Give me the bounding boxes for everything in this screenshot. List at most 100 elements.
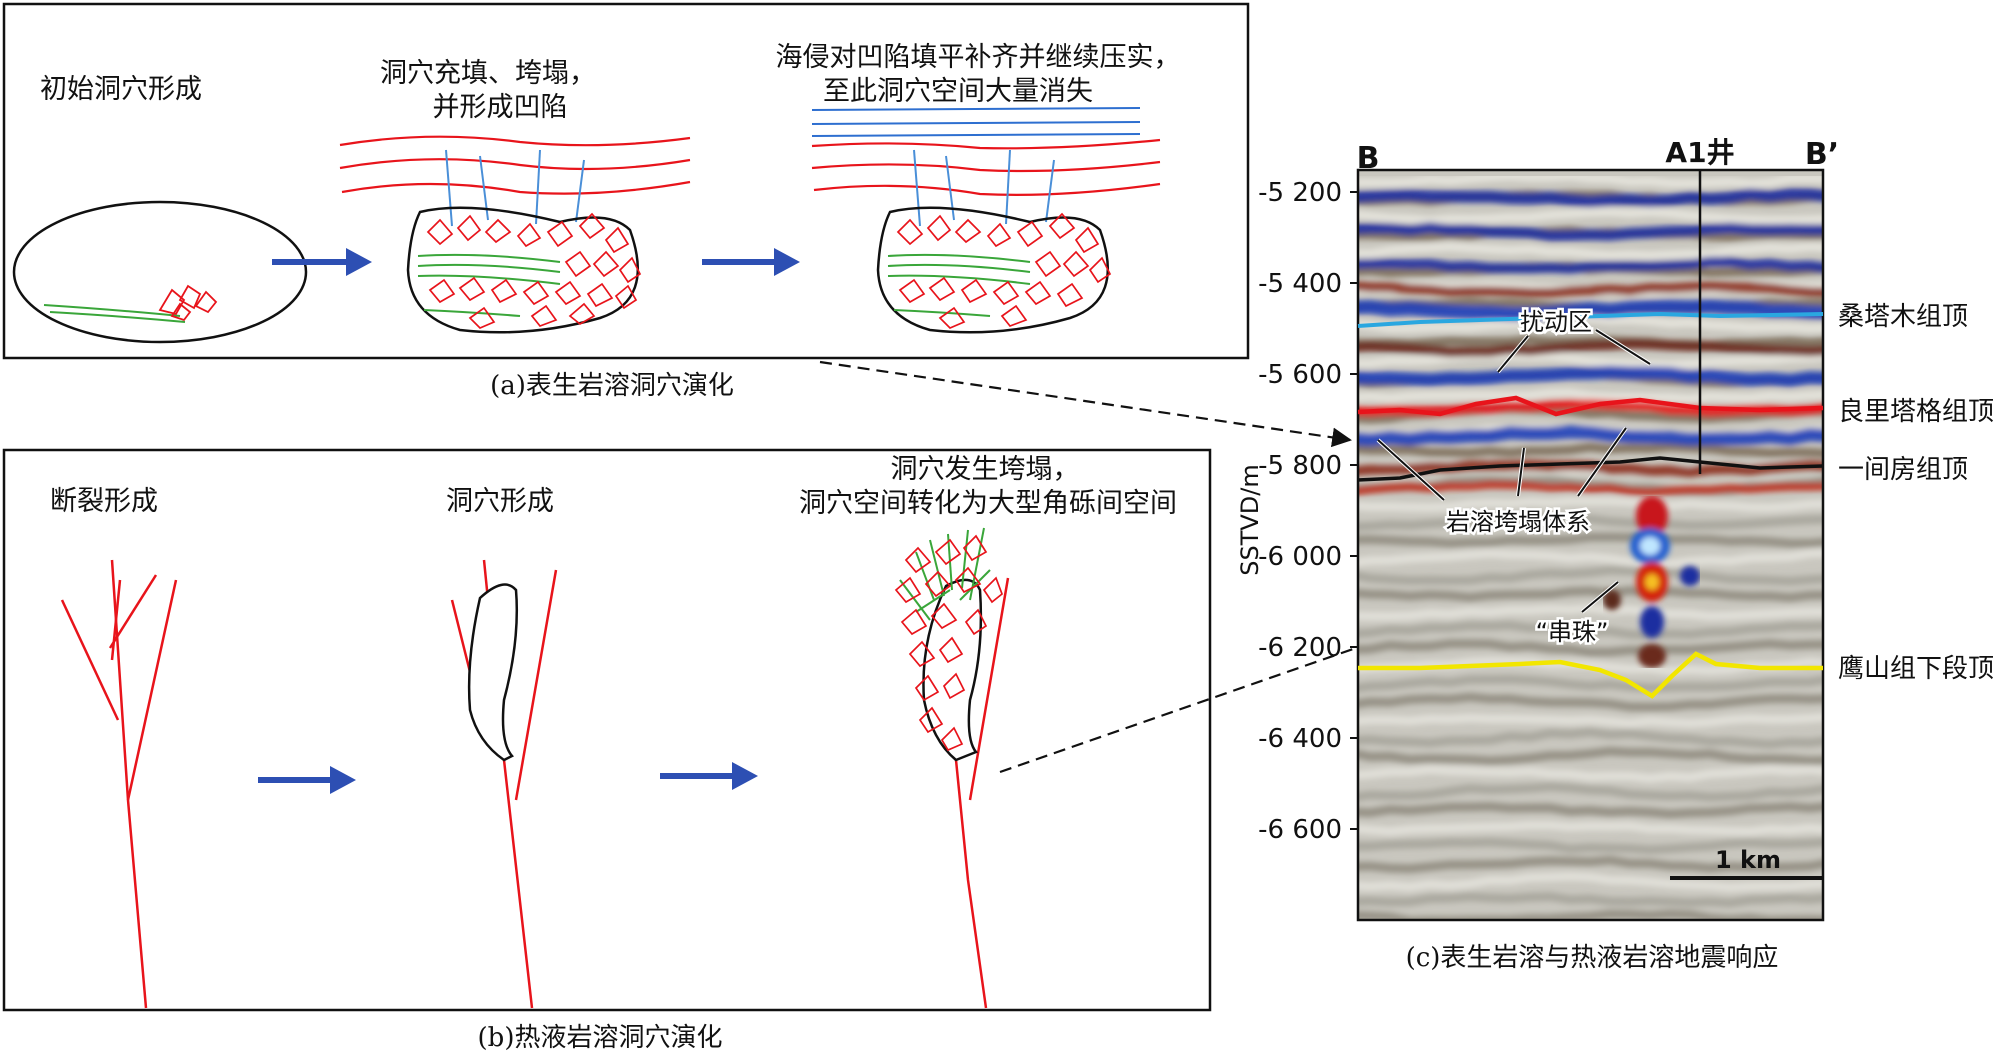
y-tick-label: -5 400 xyxy=(1258,269,1342,299)
panel-c: A1井 B B’ -5 200-5 400-5 600-5 800-6 000-… xyxy=(1236,136,1994,973)
seismic-band xyxy=(1358,242,1823,261)
panel-b-arrow-2 xyxy=(660,762,758,790)
seismic-band xyxy=(1358,837,1823,855)
seismic-band xyxy=(1358,855,1823,874)
compacted-cave xyxy=(811,107,1161,334)
seismic-reflector xyxy=(1358,365,1823,388)
annotation-collapse-system: 岩溶垮塌体系 xyxy=(1376,426,1628,539)
bead-anomaly xyxy=(1603,590,1621,610)
seismic-band xyxy=(1358,511,1823,532)
annotation-beads: “串珠” xyxy=(1533,580,1620,649)
panel-a-step3-label-line2: 至此洞穴空间大量消失 xyxy=(823,76,1093,107)
panel-a-step1-label: 初始洞穴形成 xyxy=(40,74,202,105)
horizon-label-yingshan: 鹰山组下段顶 xyxy=(1838,654,1994,684)
seismic-reflector xyxy=(1358,281,1823,298)
y-axis-ticks: -5 200 -5 400 -5 600 -5 800 -6 000 -6 200 -6 4… xyxy=(1258,178,1358,845)
section-right-label: B’ xyxy=(1805,137,1839,172)
seismic-band xyxy=(1358,801,1823,819)
seismic-band xyxy=(1358,892,1823,908)
horizon-lianglitage xyxy=(1357,395,1824,417)
seismic-band xyxy=(1358,350,1823,370)
panel-a-arrow-1 xyxy=(272,248,372,276)
seismic-band xyxy=(1358,565,1823,586)
y-tick-label: -5 600 xyxy=(1258,360,1342,390)
panel-b-step3-label-line2: 洞穴空间转化为大型角砾间空间 xyxy=(799,488,1177,519)
horizon-sangtamu xyxy=(1357,311,1824,328)
y-tick-label: -6 000 xyxy=(1258,542,1342,572)
well-label: A1井 xyxy=(1665,136,1734,169)
seismic-reflector xyxy=(1358,338,1823,358)
panel-a-arrow-2 xyxy=(702,248,800,276)
horizon-label-yijianfang: 一间房组顶 xyxy=(1838,455,1968,485)
seismic-band xyxy=(1358,496,1823,513)
y-axis-label: SSTVD/m xyxy=(1236,464,1264,576)
seismic-band xyxy=(1358,674,1823,693)
svg-text:“串珠”: “串珠” xyxy=(1536,618,1609,646)
scale-bar: 1 km xyxy=(1670,846,1822,880)
panel-a: 初始洞穴形成 洞穴充填、垮塌， 并形成凹陷 海侵对凹陷填平补齐并继续压实， 至此… xyxy=(2,2,1250,401)
annotation-disturbed-zone: 扰动区 xyxy=(1496,306,1652,374)
seismic-band xyxy=(1358,727,1823,749)
connector-b-to-c xyxy=(999,552,1622,774)
panel-a-step2-label-line2: 并形成凹陷 xyxy=(433,92,568,123)
panel-b-arrow-1 xyxy=(258,766,356,794)
seismic-band xyxy=(1358,548,1823,569)
y-tick-label: -6 600 xyxy=(1258,815,1342,845)
seismic-band xyxy=(1358,746,1823,766)
seismic-reflector xyxy=(1358,256,1823,274)
scale-label: 1 km xyxy=(1715,846,1781,874)
panel-a-caption: (a)表生岩溶洞穴演化 xyxy=(490,371,734,401)
horizon-yingshan-lower xyxy=(1358,651,1823,699)
seismic-reflector xyxy=(1358,459,1823,478)
bead-anomaly xyxy=(1640,537,1660,555)
seismic-band xyxy=(1358,171,1823,189)
svg-text:扰动区: 扰动区 xyxy=(1520,308,1592,336)
panel-b-frame xyxy=(2,448,1212,1012)
seismic-reflector xyxy=(1358,480,1823,497)
seismic-frame xyxy=(1356,168,1825,922)
initial-cave xyxy=(12,200,308,344)
panel-a-step2-label-line1: 洞穴充填、垮塌， xyxy=(380,58,596,89)
y-tick-label: -5 800 xyxy=(1258,451,1342,481)
y-tick-label: -5 200 xyxy=(1258,178,1342,208)
seismic-band xyxy=(1358,585,1823,603)
seismic-band xyxy=(1358,603,1823,621)
seismic-band xyxy=(1358,712,1823,728)
seismic-band xyxy=(1358,442,1823,458)
horizon-label-lianglitage: 良里塔格组顶 xyxy=(1838,397,1994,427)
section-left-label: B xyxy=(1357,141,1380,176)
panel-a-frame xyxy=(2,2,1250,360)
panel-b-caption: (b)热液岩溶洞穴演化 xyxy=(478,1023,723,1053)
bead-anomaly xyxy=(1680,566,1700,586)
seismic-band xyxy=(1358,313,1823,334)
seismic-band xyxy=(1358,388,1823,404)
horizon-yijianfang xyxy=(1357,456,1824,482)
fracture-system xyxy=(60,559,178,1009)
seismic-band xyxy=(1358,764,1823,784)
collapsed-fracture-cave xyxy=(894,527,1010,1009)
panel-c-caption: (c)表生岩溶与热液岩溶地震响应 xyxy=(1406,943,1779,973)
breccia-fragments-2 xyxy=(896,212,1112,330)
panel-b-step3-label-line1: 洞穴发生垮塌， xyxy=(891,454,1080,485)
fracture-cave xyxy=(450,559,558,1009)
seismic-band xyxy=(1358,207,1823,226)
y-tick-label: -6 400 xyxy=(1258,724,1342,754)
seismic-band xyxy=(1358,692,1823,712)
seismic-section xyxy=(1358,170,1823,920)
panel-b-step1-label: 断裂形成 xyxy=(50,486,158,517)
horizon-label-sangtamu: 桑塔木组顶 xyxy=(1838,302,1968,332)
svg-text:岩溶垮塌体系: 岩溶垮塌体系 xyxy=(1446,508,1590,536)
seismic-band xyxy=(1358,909,1823,920)
seismic-band xyxy=(1358,639,1823,657)
bead-anomaly xyxy=(1636,496,1668,536)
breccia-fragments xyxy=(426,212,642,330)
seismic-reflector xyxy=(1358,299,1823,322)
y-tick-label: -6 200 xyxy=(1258,633,1342,663)
seismic-reflector xyxy=(1358,425,1823,447)
seismic-band xyxy=(1358,871,1823,893)
bead-anomaly xyxy=(1645,574,1659,590)
seismic-band xyxy=(1358,531,1823,548)
seismic-reflector xyxy=(1358,222,1823,242)
seismic-band xyxy=(1358,335,1823,351)
collapsed-cave xyxy=(339,135,691,334)
